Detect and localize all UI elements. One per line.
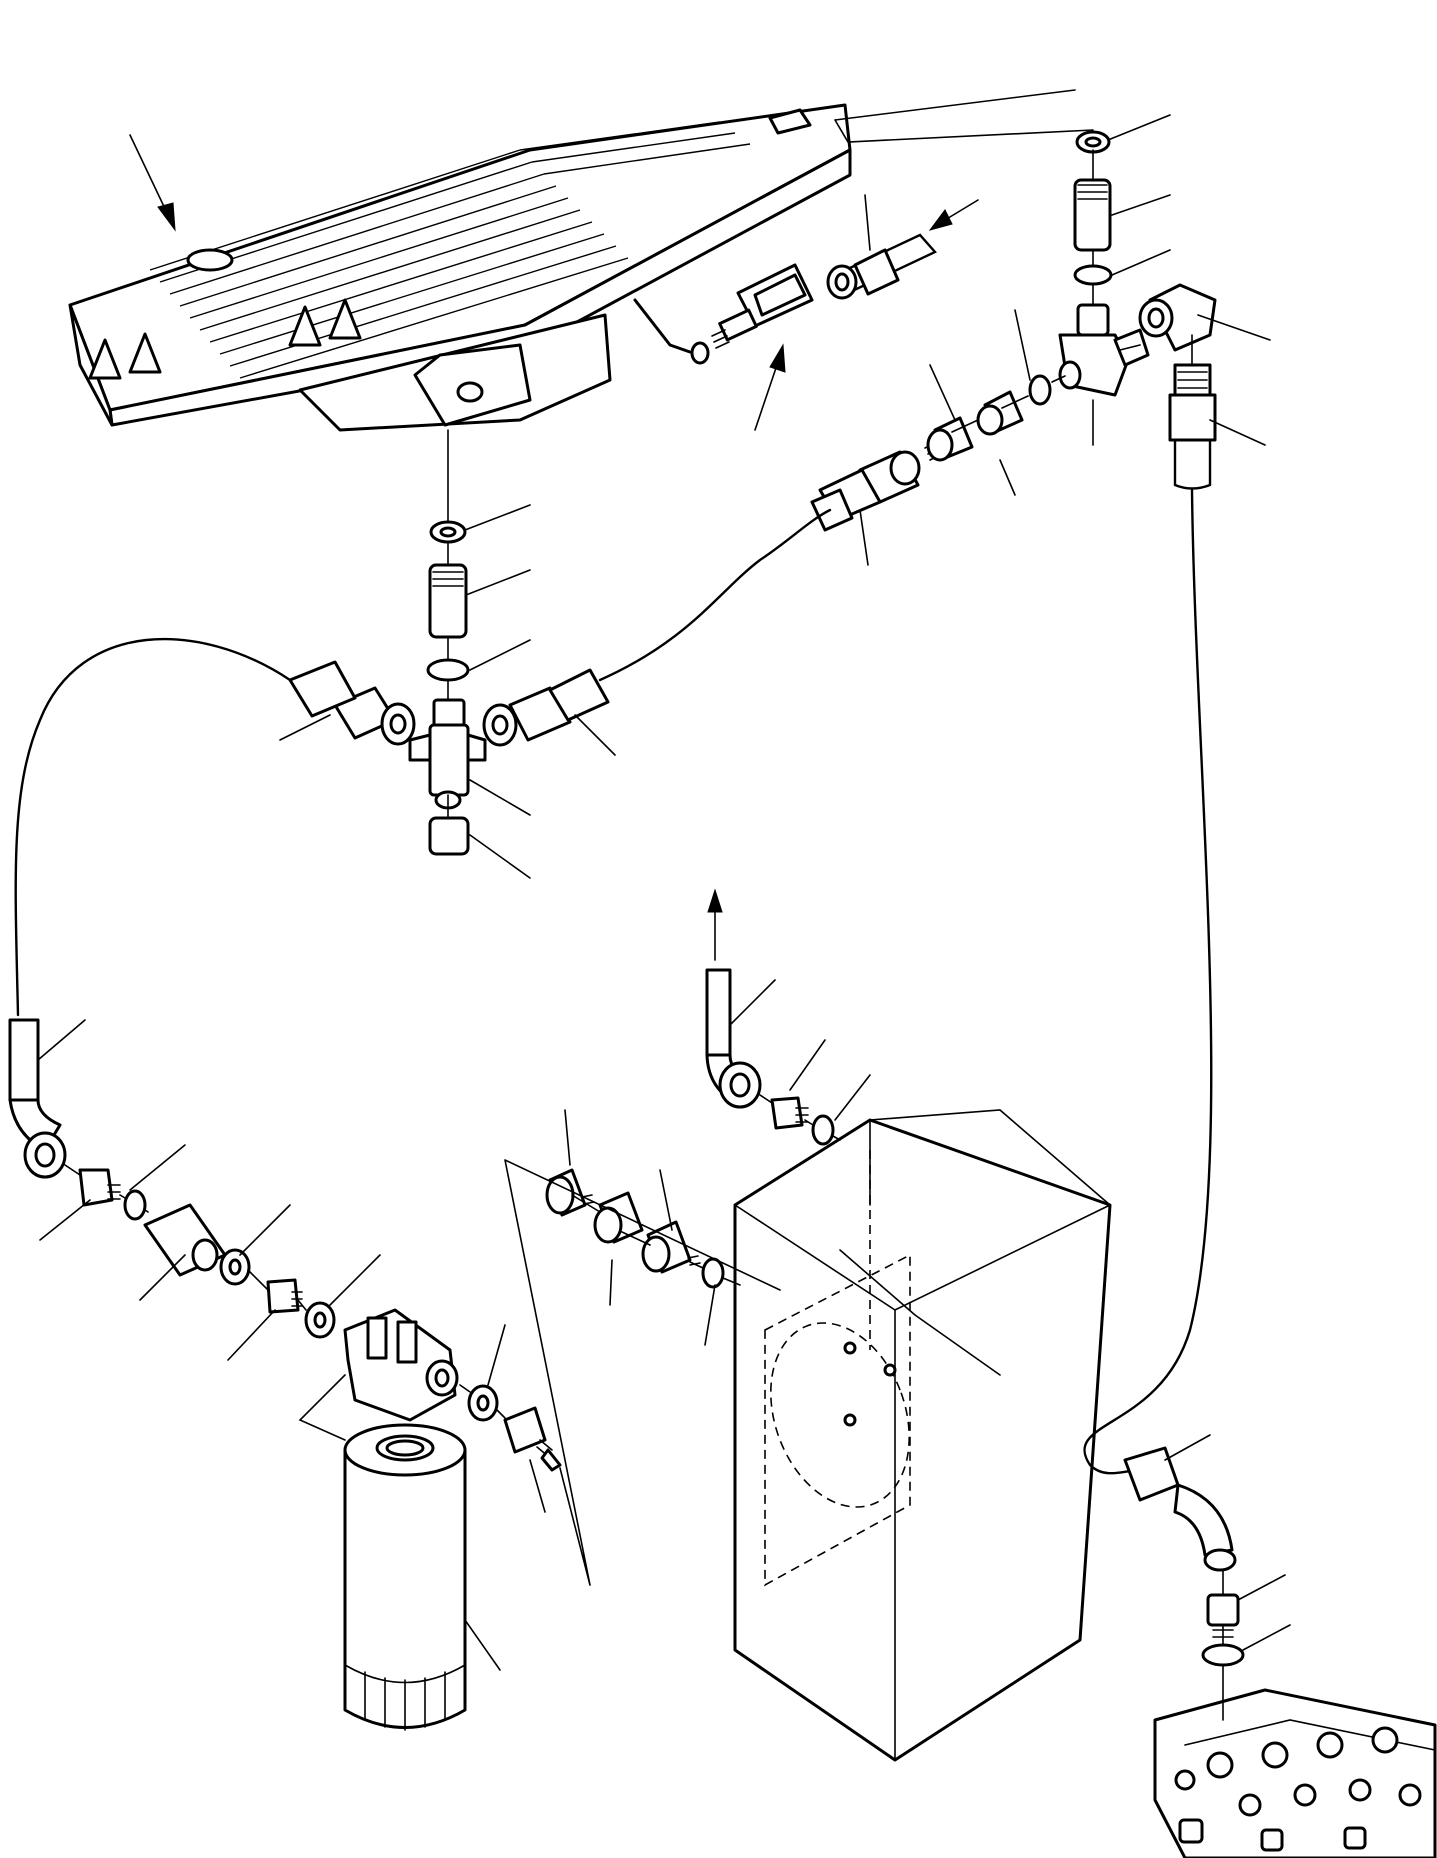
hose-right-to-valve [1083, 488, 1213, 1475]
adapter-right-side [1173, 363, 1212, 397]
hose-center-to-right-fittings [598, 508, 832, 682]
return-o-ring [811, 1114, 835, 1146]
hose-fitting-center-left [288, 660, 416, 746]
washer-left-2 [304, 1301, 336, 1339]
adapter-middle-right [976, 390, 1024, 436]
elbow-fitting-bottom-right [1123, 1446, 1237, 1572]
washer-top-right [1075, 130, 1111, 154]
plug-center [428, 816, 470, 856]
oil-filter-cartridge [343, 1423, 467, 1731]
nut-bottom-2 [593, 1191, 644, 1244]
washer-filter-out [467, 1384, 499, 1422]
hose-center-to-left-filter [14, 637, 292, 1017]
hose-middle-end [810, 488, 854, 532]
adapter-bottom-1 [545, 1168, 595, 1217]
hose-fitting-center-right [482, 668, 610, 747]
temperature-sensor [690, 263, 814, 365]
tee-fitting-top-right [1058, 303, 1150, 397]
flow-arrow-to-sensor [754, 343, 786, 431]
spacer-left [143, 1203, 227, 1277]
o-ring-tee-left [1028, 374, 1052, 406]
return-hose-end [705, 968, 732, 1057]
washer-center [429, 520, 467, 544]
cooler-fins [149, 121, 751, 379]
o-ring-bottom [701, 1257, 725, 1289]
elbow-fitting-top-right [1138, 283, 1217, 352]
elbow-nut-left [23, 1131, 67, 1179]
filter-head [343, 1308, 459, 1422]
adapter-left-1 [78, 1168, 121, 1207]
pump-mounting-block [733, 1109, 1112, 1762]
cooler-to-sensor-line [633, 298, 692, 354]
hose-fitting-right-down [1168, 393, 1217, 442]
o-ring-center [426, 658, 470, 682]
nut-bottom-3 [641, 1220, 701, 1274]
washer-left-1 [219, 1248, 251, 1286]
tee-fitting-center [408, 698, 487, 810]
temperature-switch [503, 1406, 562, 1472]
adapter-center [428, 563, 468, 639]
hose-right-down-segment [1173, 438, 1212, 490]
flow-arrow-sensor-hose [928, 199, 979, 231]
callout-leaders [37, 114, 1291, 1671]
sensor-hose-fitting [826, 248, 900, 300]
adapter-left-2 [266, 1278, 303, 1314]
o-ring-top-right [1073, 264, 1113, 286]
assembly-center-lines [64, 89, 1224, 1721]
return-adapter [770, 1096, 809, 1130]
o-ring-left-1 [123, 1189, 147, 1221]
o-ring-bottom-right [1201, 1643, 1245, 1667]
adapter-top-right [1073, 178, 1112, 252]
return-elbow-nut [718, 1061, 762, 1109]
flow-arrow-to-cooler [129, 134, 176, 232]
control-valve [1153, 1688, 1437, 1858]
hose-end-left [8, 1018, 40, 1102]
flow-arrow-return-up [707, 888, 723, 961]
nipple-middle [924, 416, 974, 462]
oil-cooler [68, 103, 852, 432]
